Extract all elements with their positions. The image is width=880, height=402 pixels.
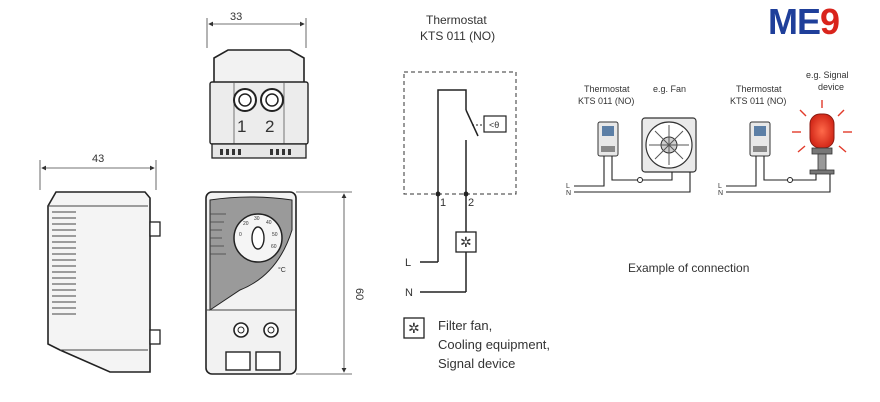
schematic-label-N: N bbox=[405, 287, 413, 299]
example-fan-L: L bbox=[566, 183, 570, 190]
legend-line-3: Signal device bbox=[438, 356, 515, 371]
legend-line-1: Filter fan, bbox=[438, 318, 492, 333]
logo-text-me: ME bbox=[768, 1, 821, 42]
top-terminal-1: 1 bbox=[237, 117, 246, 136]
front-view: 60 0 20 30 40 50 60 °C bbox=[205, 191, 365, 375]
example-fan-N: N bbox=[566, 190, 571, 197]
dimension-width-top: 33 bbox=[230, 11, 242, 23]
top-terminal-2: 2 bbox=[265, 117, 274, 136]
example-signal-device-line2: device bbox=[818, 82, 844, 92]
schematic-title-line1: Thermostat bbox=[426, 13, 487, 27]
logo-text-9: 9 bbox=[820, 1, 840, 42]
svg-text:<θ: <θ bbox=[489, 120, 499, 130]
brand-logo: ME9 bbox=[768, 4, 868, 44]
dial-value-30: 30 bbox=[254, 216, 260, 222]
example-signal-thermostat-line2: KTS 011 (NO) bbox=[730, 96, 786, 106]
example-connection-fan: Thermostat KTS 011 (NO) e.g. Fan L N bbox=[566, 84, 697, 197]
schematic-terminal-1: 1 bbox=[440, 197, 446, 209]
example-signal-thermostat-line1: Thermostat bbox=[736, 84, 782, 94]
example-fan-thermostat-line2: KTS 011 (NO) bbox=[578, 96, 634, 106]
side-view: 43 bbox=[39, 153, 161, 373]
dial-value-50: 50 bbox=[272, 232, 278, 238]
example-signal-device-line1: e.g. Signal bbox=[806, 70, 849, 80]
example-connection-signal: Thermostat KTS 011 (NO) e.g. Signal devi… bbox=[718, 70, 852, 197]
schematic-terminal-2: 2 bbox=[468, 197, 474, 209]
dial-value-0: 0 bbox=[239, 232, 242, 238]
example-signal-L: L bbox=[718, 183, 722, 190]
example-fan-thermostat-line1: Thermostat bbox=[584, 84, 630, 94]
legend-line-2: Cooling equipment, bbox=[438, 337, 550, 352]
legend-fan-icon: ✲ bbox=[408, 320, 420, 336]
top-view: 33 1 2 bbox=[206, 11, 309, 159]
example-fan-device: e.g. Fan bbox=[653, 84, 686, 94]
dimension-height-front: 60 bbox=[353, 288, 365, 300]
dial-value-60: 60 bbox=[271, 244, 277, 250]
wiring-schematic: Thermostat KTS 011 (NO) <θ 1 2 ✲ L N ✲ F… bbox=[403, 13, 550, 371]
dial-value-20: 20 bbox=[243, 221, 249, 227]
schematic-label-L: L bbox=[405, 257, 411, 269]
dial-unit: °C bbox=[278, 266, 286, 274]
dimension-width-side: 43 bbox=[92, 153, 104, 165]
example-signal-N: N bbox=[718, 190, 723, 197]
dial-value-40: 40 bbox=[266, 220, 272, 226]
example-caption: Example of connection bbox=[628, 261, 749, 275]
fan-symbol-icon: ✲ bbox=[460, 234, 472, 250]
schematic-title-line2: KTS 011 (NO) bbox=[420, 29, 495, 43]
